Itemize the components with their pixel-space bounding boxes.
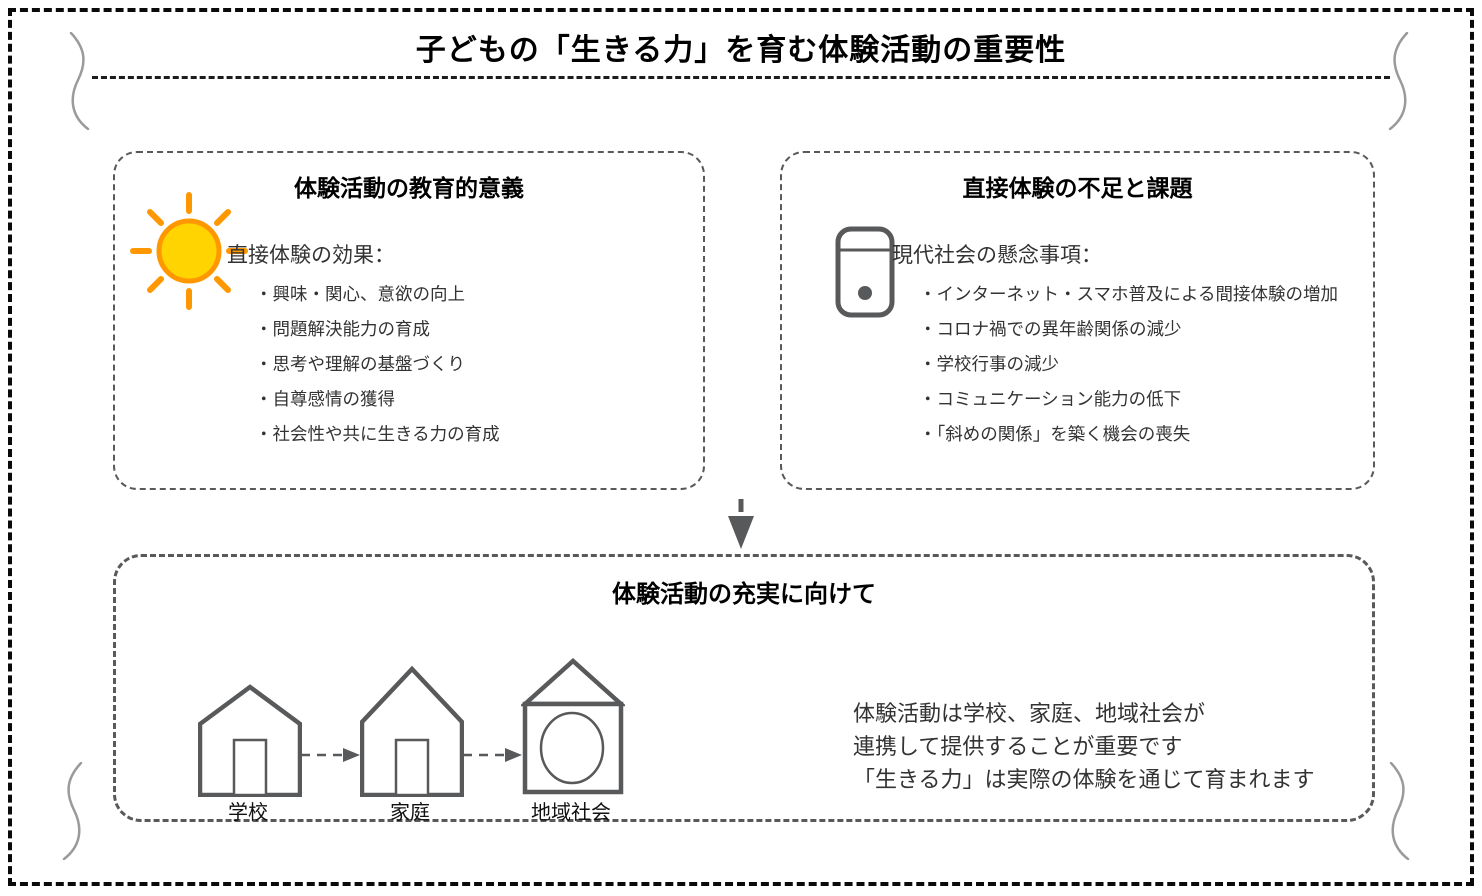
educational-significance-heading: 体験活動の教育的意義 [294, 176, 524, 202]
sun-icon [130, 192, 248, 310]
conclusion-line: 体験活動は学校、家庭、地域社会が [853, 702, 1206, 727]
list-item: ・自尊感情の獲得 [255, 390, 395, 410]
node-label-community: 地域社会 [531, 800, 611, 824]
squiggle-decoration-top-left [69, 32, 90, 130]
conclusion-line: 連携して提供することが重要です [853, 735, 1183, 760]
list-item: ・社会性や共に生きる力の育成 [255, 425, 500, 445]
squiggle-decoration-bottom-left [62, 762, 83, 860]
node-label-home: 家庭 [390, 800, 430, 824]
list-item: ・コロナ禍での異年齢関係の減少 [919, 320, 1182, 340]
enrichment-box: 体験活動の充実に向けて 学校 家庭 地域社会 体験活動は学校、家庭、地域社会が … [113, 554, 1375, 824]
educational-significance-list: ・興味・関心、意欲の向上 ・問題解決能力の育成 ・思考や理解の基盤づくり ・自尊… [255, 283, 500, 458]
list-item: ・興味・関心、意欲の向上 [255, 285, 465, 305]
conclusion-line: 「生きる力」は実際の体験を通じて育まれます [853, 768, 1315, 793]
direct-experience-shortage-box: 直接体験の不足と課題 現代社会の懸念事項： ・インターネット・スマホ普及による間… [780, 151, 1375, 490]
enrichment-heading: 体験活動の充実に向けて [612, 580, 876, 608]
dashed-right-arrow-icon [463, 748, 522, 762]
list-item: ・思考や理解の基盤づくり [255, 355, 465, 375]
list-item: ・コミュニケーション能力の低下 [919, 390, 1182, 410]
direct-experience-shortage-heading: 直接体験の不足と課題 [962, 176, 1193, 202]
home-house-icon [360, 665, 464, 797]
page-title: 子どもの「生きる力」を育む体験活動の重要性 [415, 33, 1067, 68]
sun-circle [156, 218, 222, 284]
conclusion-text: 体験活動は学校、家庭、地域社会が 連携して提供することが重要です 「生きる力」は… [853, 698, 1315, 797]
concerns-list: ・インターネット・スマホ普及による間接体験の増加 ・コロナ禍での異年齢関係の減少… [919, 283, 1338, 458]
title-separator-dashed-line [92, 76, 1390, 79]
dashed-right-arrow-icon [301, 748, 360, 762]
down-arrow-icon [728, 499, 754, 549]
node-label-school: 学校 [228, 800, 268, 824]
smartphone-icon [835, 226, 895, 318]
outer-dashed-border [8, 8, 1474, 886]
squiggle-decoration-bottom-right [1389, 762, 1410, 860]
modern-society-concerns-label: 現代社会の懸念事項： [892, 243, 1102, 267]
educational-significance-box: 体験活動の教育的意義 直接体験の効果： ・興味・関心、意欲の向上 ・問題解決能力… [113, 151, 705, 490]
list-item: ・問題解決能力の育成 [255, 320, 430, 340]
direct-experience-effects-label: 直接体験の効果： [227, 243, 395, 267]
list-item: ・インターネット・スマホ普及による間接体験の増加 [919, 285, 1338, 305]
list-item: ・学校行事の減少 [919, 355, 1059, 375]
squiggle-decoration-top-right [1388, 32, 1409, 130]
school-house-icon [198, 684, 302, 797]
community-building-icon [521, 658, 625, 795]
list-item: ・「斜めの関係」を築く機会の喪失 [919, 425, 1191, 445]
